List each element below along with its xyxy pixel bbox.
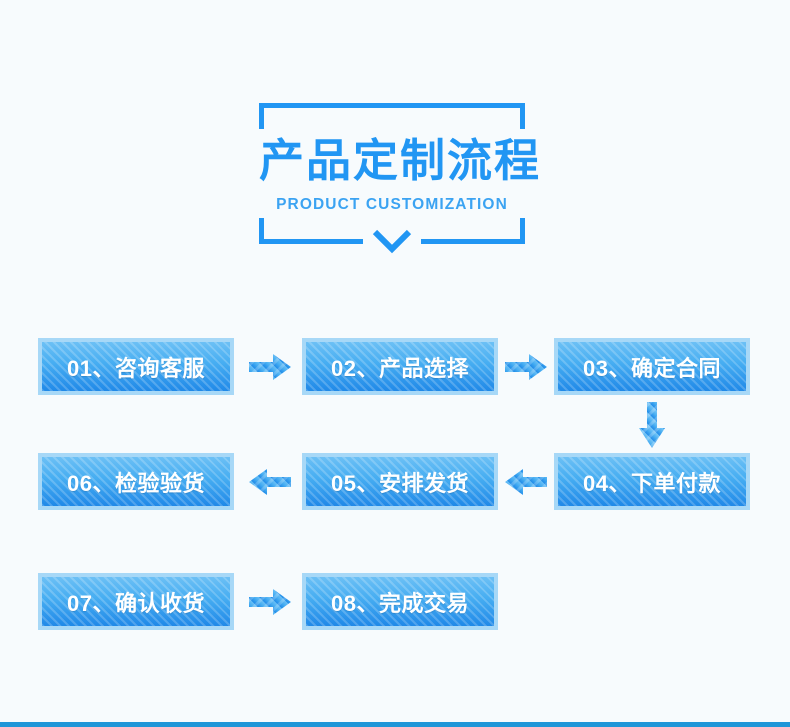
frame-top-line [259, 103, 525, 108]
frame-bottom-right-line [421, 239, 525, 244]
header-block: 产品定制流程 PRODUCT CUSTOMIZATION [0, 0, 790, 300]
frame-corner-bottom-right [520, 218, 525, 244]
step-box-01[interactable]: 01、咨询客服 [38, 338, 234, 395]
chevron-down-icon [372, 228, 412, 254]
arrow-right-07-08 [249, 587, 291, 617]
title-decorative-frame: 产品定制流程 PRODUCT CUSTOMIZATION [259, 103, 542, 254]
frame-corner-top-left [259, 103, 264, 129]
step-box-06[interactable]: 06、检验验货 [38, 453, 234, 510]
step-box-07[interactable]: 07、确认收货 [38, 573, 234, 630]
frame-corner-bottom-left [259, 218, 264, 244]
step-box-05[interactable]: 05、安排发货 [302, 453, 498, 510]
arrow-left-04-05 [505, 467, 547, 497]
step-box-04[interactable]: 04、下单付款 [554, 453, 750, 510]
arrow-right-02-03 [505, 352, 547, 382]
bottom-accent-bar [0, 722, 790, 727]
arrow-right-01-02 [249, 352, 291, 382]
step-box-08[interactable]: 08、完成交易 [302, 573, 498, 630]
step-box-02[interactable]: 02、产品选择 [302, 338, 498, 395]
frame-bottom-left-line [259, 239, 363, 244]
arrow-left-05-06 [249, 467, 291, 497]
frame-corner-top-right [520, 103, 525, 129]
page-title: 产品定制流程 [259, 135, 542, 186]
arrow-down-03-04 [637, 402, 667, 448]
page-subtitle: PRODUCT CUSTOMIZATION [276, 196, 508, 213]
step-box-03[interactable]: 03、确定合同 [554, 338, 750, 395]
